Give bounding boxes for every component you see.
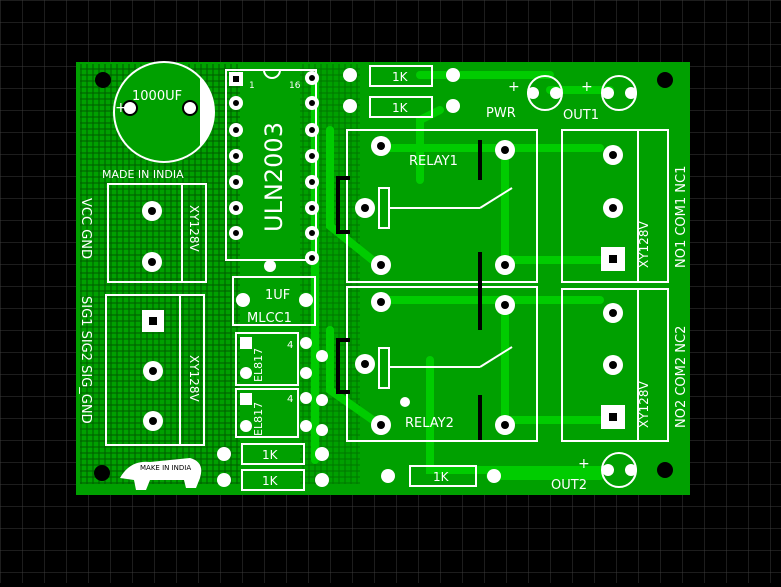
terminal-sig[interactable]: XY128V xyxy=(105,294,205,446)
led-out2[interactable]: + xyxy=(578,452,637,488)
resistor-top-2[interactable]: 1K xyxy=(343,96,460,118)
ic-label: ULN2003 xyxy=(260,122,288,232)
resistor-bottom-1[interactable]: 1K xyxy=(217,443,329,465)
terminal-right-top-text: XY128V xyxy=(637,221,651,268)
opto2-pin: 4 xyxy=(287,394,293,405)
capacitor-1000uf[interactable]: 1000UF + xyxy=(113,61,215,163)
terminal-relay2[interactable]: XY128V xyxy=(561,288,669,442)
resistor-bottom-2-label: 1K xyxy=(262,474,279,488)
resistor-bottom-1-label: 1K xyxy=(262,448,279,462)
mlcc-value: 1UF xyxy=(265,288,290,303)
ic-uln2003[interactable]: 1 16 ULN2003 xyxy=(225,69,319,272)
mounting-hole-tr xyxy=(657,72,673,88)
resistor-top-1-label: 1K xyxy=(392,70,409,84)
made-in-india-text: MADE IN INDIA xyxy=(102,168,184,181)
sig-label: SIG1 SIG2 SIG_GND xyxy=(78,296,93,424)
terminal-relay1[interactable]: XY128V xyxy=(561,129,669,283)
relay2-label: RELAY2 xyxy=(405,416,454,431)
led-out1[interactable]: + xyxy=(581,75,637,111)
copper-traces xyxy=(311,71,614,480)
led-pwr[interactable]: + xyxy=(508,75,563,111)
relay1-pins-label: NO1 COM1 NC1 xyxy=(674,166,689,268)
resistor-top-2-label: 1K xyxy=(392,101,409,115)
optocoupler-2[interactable]: EL817 4 xyxy=(235,388,312,438)
mounting-hole-br xyxy=(657,462,673,478)
led-out2-plus: + xyxy=(578,456,590,472)
pwr-label: PWR xyxy=(486,106,516,121)
capacitor-polarity: + xyxy=(115,100,127,116)
capacitor-label: 1000UF xyxy=(132,89,182,104)
mounting-hole-tl xyxy=(95,72,111,88)
relay-2[interactable]: RELAY2 xyxy=(336,255,538,442)
opto1-pin: 4 xyxy=(287,340,293,351)
resistor-bottom-right[interactable]: 1K xyxy=(381,465,501,487)
opto1-label: EL817 xyxy=(252,348,265,382)
logo-text: MAKE IN INDIA xyxy=(140,464,191,472)
terminal-vcc-gnd[interactable]: XY128V xyxy=(107,183,207,283)
terminal-left-top-text: XY128V xyxy=(187,205,201,252)
led-out1-plus: + xyxy=(581,79,593,95)
terminal-left-bottom-text: XY128V xyxy=(187,355,201,402)
relay1-label: RELAY1 xyxy=(409,154,458,169)
terminal-right-bottom-text: XY128V xyxy=(637,381,651,428)
ic-pin1-label: 1 xyxy=(249,81,255,91)
vcc-gnd-label: VCC GND xyxy=(78,198,93,259)
vias xyxy=(316,350,328,436)
mlcc-capacitor[interactable]: 1UF MLCC1 xyxy=(232,276,316,326)
out2-label: OUT2 xyxy=(551,478,587,493)
ic-pin16-label: 16 xyxy=(289,81,301,91)
opto2-label: EL817 xyxy=(252,402,265,436)
resistor-bottom-right-label: 1K xyxy=(433,470,450,484)
optocoupler-1[interactable]: EL817 4 xyxy=(235,332,312,386)
mounting-hole-bl xyxy=(94,465,110,481)
resistor-bottom-2[interactable]: 1K xyxy=(217,469,329,491)
resistor-top-1[interactable]: 1K xyxy=(343,65,460,87)
out1-label: OUT1 xyxy=(563,108,599,123)
relay2-pins-label: NO2 COM2 NC2 xyxy=(674,326,689,428)
led-pwr-plus: + xyxy=(508,79,520,95)
mlcc-label: MLCC1 xyxy=(247,311,292,326)
make-in-india-logo: MAKE IN INDIA xyxy=(120,458,202,490)
